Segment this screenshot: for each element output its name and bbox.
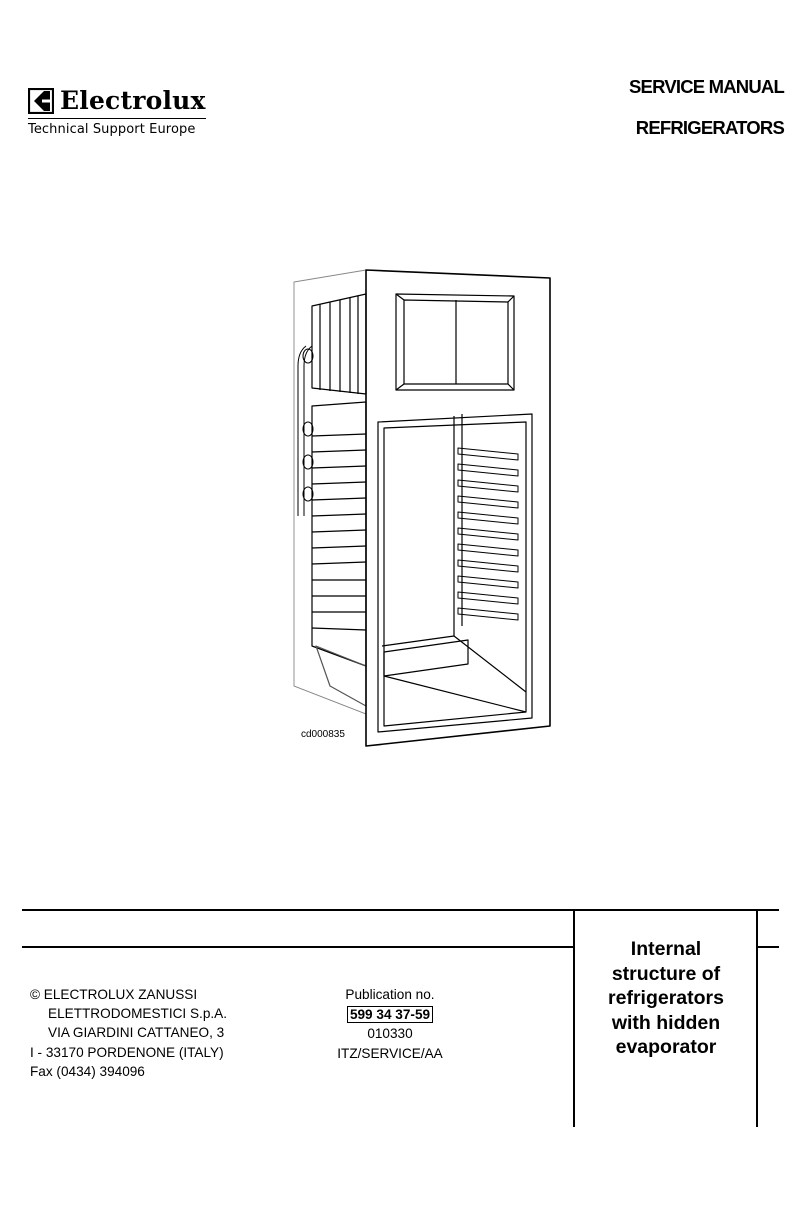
freezer-evaporator-panel (311, 293, 367, 395)
footer-mid-rule-left (22, 946, 575, 948)
footer-mid-rule-right (757, 946, 779, 948)
address-line: Fax (0434) 394096 (30, 1063, 145, 1079)
subject-title-line: structure of (611, 962, 721, 985)
address-line: ELETTRODOMESTICI S.p.A. (48, 1006, 228, 1022)
logo-divider (28, 118, 206, 119)
figure-code: cd000835 (301, 729, 345, 740)
address-line: I - 33170 PORDENONE (ITALY) (30, 1044, 224, 1060)
footer-vertical-rule-right (756, 909, 758, 1127)
subject-title-line: refrigerators (608, 987, 724, 1010)
brand-logo: Electrolux Technical Support Europe (28, 86, 214, 137)
publication-label: Publication no. (345, 987, 435, 1002)
document-category-title: REFRIGERATORS (635, 117, 785, 138)
brand-tagline: Technical Support Europe (28, 122, 196, 137)
publication-number: 599 34 37-59 (346, 1006, 434, 1024)
footer-vertical-rule-left (573, 909, 575, 1127)
condenser-coil (297, 345, 314, 516)
shelf-support-rails (457, 447, 519, 621)
subject-title-line: with hidden (611, 1011, 721, 1034)
fridge-side-ridges (311, 401, 367, 667)
document-subject-title: Internal structure of refrigerators with… (578, 937, 754, 1060)
publication-info: Publication no. 599 34 37-59 010330 ITZ/… (330, 985, 450, 1063)
electrolux-logo-icon (28, 87, 54, 114)
refrigerator-internal-structure-illustration (293, 269, 551, 747)
footer-top-rule (22, 909, 779, 911)
brand-name: Electrolux (60, 86, 206, 115)
publication-department: ITZ/SERVICE/AA (337, 1045, 443, 1061)
address-line: © ELECTROLUX ZANUSSI (30, 987, 198, 1002)
subject-title-line: evaporator (615, 1036, 717, 1059)
document-type-title: SERVICE MANUAL (629, 76, 785, 97)
address-line: VIA GIARDINI CATTANEO, 3 (48, 1025, 225, 1041)
publication-date-code: 010330 (367, 1026, 413, 1042)
company-address: © ELECTROLUX ZANUSSI ELETTRODOMESTICI S.… (30, 985, 227, 1081)
subject-title-line: Internal (630, 938, 702, 960)
